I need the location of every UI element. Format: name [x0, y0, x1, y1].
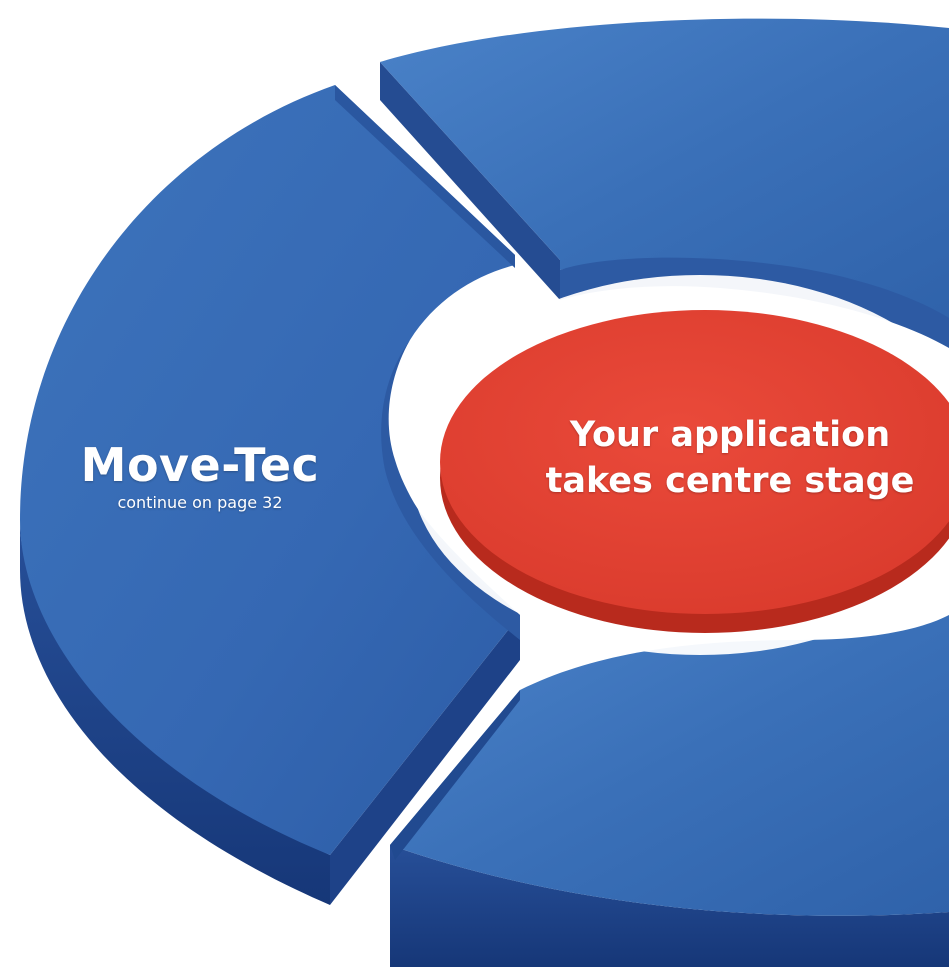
segment-subtitle: continue on page 32	[117, 493, 283, 512]
center-disk	[440, 310, 949, 633]
center-title: Your application takes centre stage	[520, 412, 940, 504]
segment-bottom-right	[390, 615, 949, 967]
center-title-line-2: takes centre stage	[545, 461, 915, 501]
segment-title: Move-Tec	[80, 438, 320, 492]
center-title-line-1: Your application	[569, 415, 891, 455]
segment-left	[20, 85, 520, 905]
